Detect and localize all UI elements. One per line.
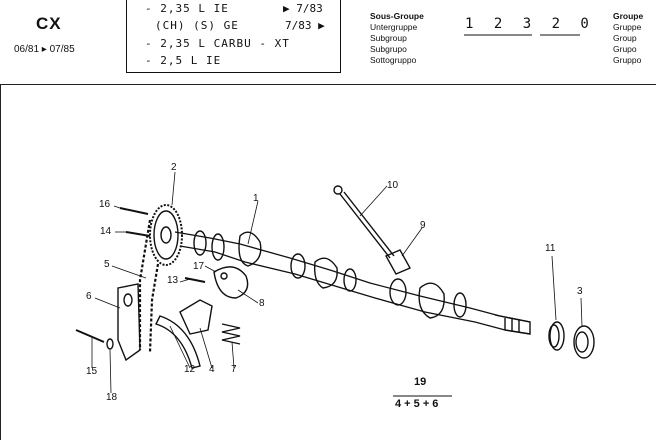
variant-1: - 2,35 L IE — [145, 2, 229, 15]
bolt-14 — [125, 231, 151, 237]
oil-seal-inner — [548, 324, 560, 348]
group-number: 1 2 3 2 0 — [465, 16, 595, 32]
bolt-13 — [184, 277, 206, 283]
group-it: Gruppo — [613, 55, 642, 65]
timing-chain — [138, 219, 160, 353]
variant-2: (CH) (S) GE — [155, 19, 239, 32]
washer-18 — [106, 338, 114, 350]
subgroup-en: Subgroup — [370, 33, 407, 43]
subgroup-title: Sous-Groupe — [370, 11, 424, 21]
oil-seal — [549, 321, 565, 351]
camshaft — [174, 230, 531, 335]
bolt-15 — [75, 329, 105, 343]
bolt-16 — [119, 207, 149, 215]
chain-guide-hole — [123, 293, 133, 307]
subgroup-it: Sottogruppo — [370, 55, 417, 65]
gear-bolt — [220, 272, 228, 280]
production-dates: 06/81 ▸ 07/85 — [14, 44, 75, 55]
callout-16: 16 — [99, 199, 111, 210]
callout-8: 8 — [259, 298, 265, 309]
callout-5: 5 — [104, 259, 110, 270]
model-code: CX — [36, 14, 62, 33]
variant-1-date: ▶ 7/83 — [283, 2, 323, 15]
kit-parts: 4 + 5 + 6 — [395, 398, 439, 410]
group-labels: Groupe Gruppe Group Grupo Gruppo — [613, 11, 643, 66]
callout-2: 2 — [171, 162, 177, 173]
callout-14: 14 — [100, 226, 112, 237]
callout-4: 4 — [209, 364, 215, 375]
bearing-inner — [575, 331, 589, 353]
callout-11: 11 — [545, 243, 556, 254]
variant-2-date: 7/83 ▶ — [285, 19, 325, 32]
callout-1: 1 — [253, 193, 259, 204]
variant-3: - 2,35 L CARBU - XT — [145, 37, 290, 50]
variant-4: - 2,5 L IE — [145, 54, 222, 67]
callout-12: 12 — [184, 364, 196, 375]
kit-number: 19 — [414, 376, 427, 388]
subgroup-labels: Sous-Groupe Untergruppe Subgroup Subgrup… — [370, 11, 424, 66]
callout-3: 3 — [577, 286, 583, 297]
leader-lines — [91, 171, 583, 394]
group-title: Groupe — [613, 11, 644, 21]
group-number-underline — [464, 34, 580, 36]
pushrod-tool — [333, 185, 411, 275]
chain-guide — [117, 283, 141, 362]
callout-15: 15 — [86, 366, 98, 377]
diagram-frame — [0, 84, 656, 440]
callout-10: 10 — [387, 180, 399, 191]
drive-gear — [213, 266, 249, 299]
callout-9: 9 — [420, 220, 426, 231]
callout-17: 17 — [193, 261, 205, 272]
tensioner-shoe — [155, 315, 201, 369]
group-es: Grupo — [613, 44, 637, 54]
callout-13: 13 — [167, 275, 179, 286]
kit-divider — [393, 395, 452, 397]
callout-7: 7 — [231, 364, 237, 375]
group-en: Group — [613, 33, 637, 43]
chain-tensioner — [179, 299, 213, 335]
callout-18: 18 — [106, 392, 118, 403]
bearing — [573, 325, 595, 359]
tensioner-spring — [221, 323, 241, 345]
subgroup-de: Untergruppe — [370, 22, 418, 32]
subgroup-es: Subgrupo — [370, 44, 407, 54]
callout-6: 6 — [86, 291, 92, 302]
group-de: Gruppe — [613, 22, 642, 32]
variant-box: - 2,35 L IE ▶ 7/83 (CH) (S) GE 7/83 ▶ - … — [126, 0, 341, 73]
camshaft-sprocket — [149, 204, 183, 266]
